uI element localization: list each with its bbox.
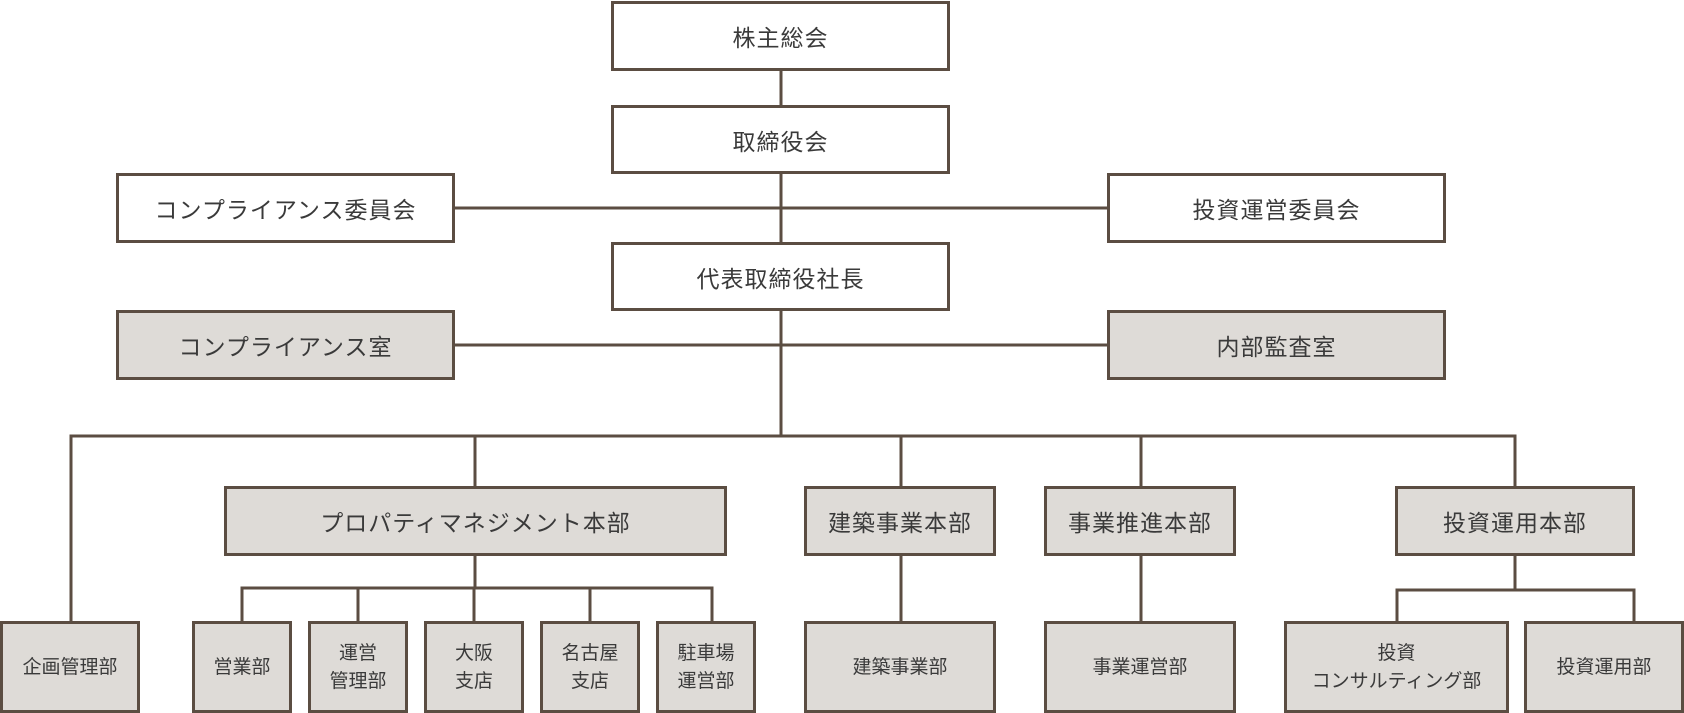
shareholders-meeting-box: 株主総会: [611, 1, 950, 71]
president-box: 代表取締役社長: [611, 242, 950, 311]
nagoya-branch-box: 名古屋 支店: [540, 621, 640, 713]
construction-business-dept-box: 建築事業部: [804, 621, 996, 713]
operations-management-dept-box: 運営 管理部: [308, 621, 408, 713]
investment-management-committee-box: 投資運営委員会: [1107, 173, 1446, 243]
compliance-office-box: コンプライアンス室: [116, 310, 455, 380]
board-of-directors-box: 取締役会: [611, 105, 950, 174]
internal-audit-office-box: 内部監査室: [1107, 310, 1446, 380]
planning-management-dept-box: 企画管理部: [0, 621, 140, 713]
osaka-branch-box: 大阪 支店: [424, 621, 524, 713]
business-operations-dept-box: 事業運営部: [1044, 621, 1236, 713]
property-management-division-box: プロパティマネジメント本部: [224, 486, 727, 556]
business-promotion-division-box: 事業推進本部: [1044, 486, 1236, 556]
investment-operations-division-box: 投資運用本部: [1395, 486, 1635, 556]
sales-dept-box: 営業部: [192, 621, 292, 713]
compliance-committee-box: コンプライアンス委員会: [116, 173, 455, 243]
investment-consulting-dept-box: 投資 コンサルティング部: [1284, 621, 1509, 713]
parking-operations-dept-box: 駐車場 運営部: [656, 621, 756, 713]
investment-operations-dept-box: 投資運用部: [1524, 621, 1684, 713]
construction-division-box: 建築事業本部: [804, 486, 996, 556]
